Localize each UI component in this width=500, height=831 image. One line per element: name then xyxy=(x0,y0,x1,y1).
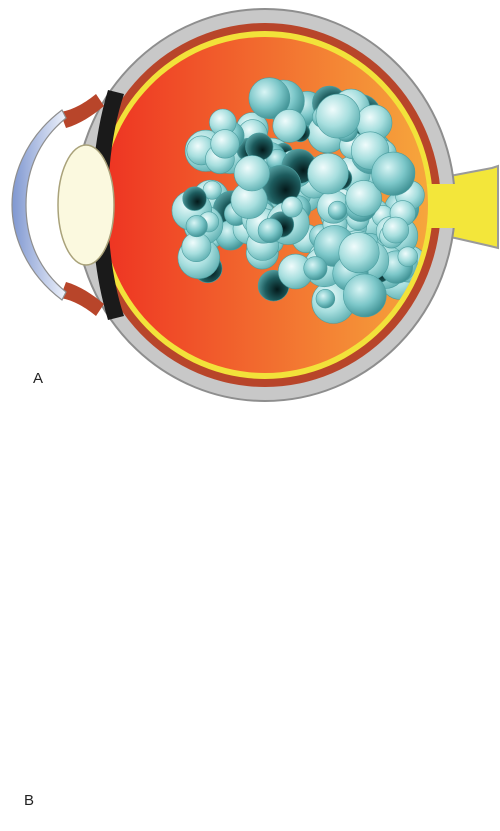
tumor-cell xyxy=(273,109,306,142)
panel-label-b: B xyxy=(24,792,34,809)
tumor-cell xyxy=(304,257,327,280)
tumor-cell xyxy=(398,247,418,267)
tumor-cell xyxy=(282,197,303,218)
tumor-cell xyxy=(316,94,360,138)
lens-a xyxy=(58,145,114,265)
panel-label-a: A xyxy=(33,370,43,387)
tumor-cell xyxy=(339,232,379,272)
tumor-cell xyxy=(258,218,282,242)
tumor-cell xyxy=(234,155,270,191)
eye-cross-section-a xyxy=(12,9,498,401)
tumor-cell xyxy=(372,152,415,195)
tumor-cell xyxy=(308,153,349,194)
tumor-cell xyxy=(183,187,207,211)
tumor-cell xyxy=(186,215,207,236)
tumor-cell xyxy=(316,289,335,308)
tumor-cell xyxy=(383,217,409,243)
tumor-cell xyxy=(343,274,386,317)
tumor-cell xyxy=(211,130,240,159)
tumor-cell xyxy=(328,201,347,220)
